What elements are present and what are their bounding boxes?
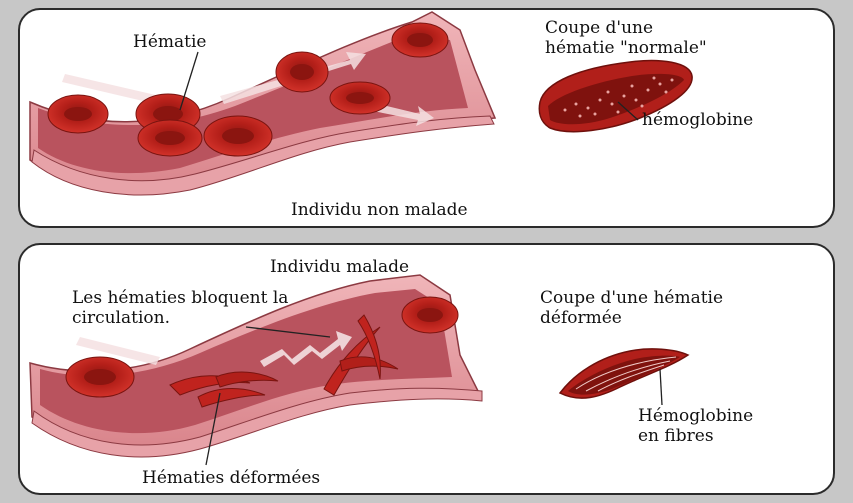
hemoglobin-label: hémoglobine	[642, 110, 753, 130]
healthy-panel: Hématie Coupe d'une hématie "normale" hé…	[18, 8, 835, 228]
cross-section-title-line2: hématie "normale"	[545, 38, 707, 58]
healthy-panel-title: Individu non malade	[291, 200, 468, 220]
deformed-cross-section-title-line1: Coupe d'une hématie	[540, 288, 723, 308]
sick-panel: Individu malade Les hématies bloquent la…	[18, 243, 835, 495]
red-blood-cell	[392, 23, 448, 57]
red-blood-cell	[204, 116, 272, 156]
deformed-label: Hématies déformées	[142, 468, 320, 488]
deformed-rbc-cross-section	[560, 349, 688, 398]
fiber-label-line1: Hémoglobine	[638, 406, 753, 426]
red-blood-cell	[48, 95, 108, 133]
block-label-line2: circulation.	[72, 308, 170, 328]
red-blood-cell	[330, 82, 390, 114]
rbc-label: Hématie	[133, 32, 206, 52]
block-label-line1: Les hématies bloquent la	[72, 288, 288, 308]
deformed-cross-section-title-line2: déformée	[540, 308, 622, 328]
sick-vessel-illustration	[20, 245, 835, 495]
red-blood-cell	[276, 52, 328, 92]
red-blood-cell	[66, 357, 134, 397]
fiber-pointer	[660, 369, 662, 405]
fiber-label-line2: en fibres	[638, 426, 714, 446]
red-blood-cell	[138, 120, 202, 156]
red-blood-cell	[402, 297, 458, 333]
cross-section-title-line1: Coupe d'une	[545, 18, 653, 38]
sick-panel-title: Individu malade	[270, 257, 409, 277]
